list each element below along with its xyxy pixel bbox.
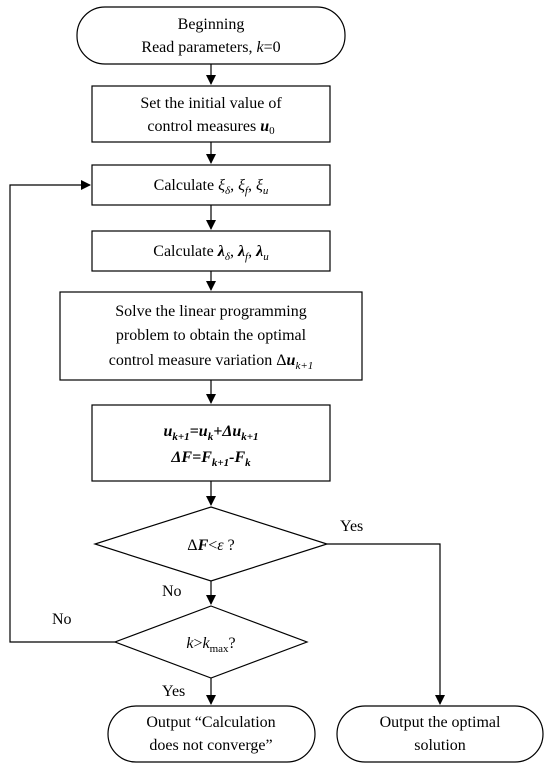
label-no-conv: No bbox=[162, 583, 182, 600]
check-k-text: k>kmax? bbox=[186, 635, 235, 655]
calc-lambda-text: Calculate λδ, λf, λu bbox=[153, 243, 269, 263]
check-conv-text: ΔF<ε ? bbox=[187, 537, 234, 554]
calc-xi-text: Calculate ξδ, ξf, ξu bbox=[154, 177, 269, 197]
init-line2: control measures u0 bbox=[147, 118, 275, 137]
start-line1: Beginning bbox=[178, 16, 245, 33]
solve-line3: control measure variation Δuk+1 bbox=[109, 352, 314, 372]
check-k-diamond bbox=[113, 605, 309, 679]
solve-box bbox=[59, 291, 363, 381]
calc-lambda-box bbox=[91, 230, 331, 272]
label-yes-conv: Yes bbox=[340, 518, 363, 535]
label-no-k: No bbox=[52, 611, 72, 628]
out-fail-line1: Output “Calculation bbox=[146, 714, 275, 731]
update-box bbox=[91, 404, 331, 482]
out-ok-line2: solution bbox=[414, 737, 466, 754]
solve-line2: problem to obtain the optimal bbox=[116, 327, 307, 344]
update-line1: uk+1=uk+Δuk+1 bbox=[163, 423, 258, 443]
out-fail-terminator bbox=[107, 705, 316, 763]
update-line2: ΔF=Fk+1-Fk bbox=[170, 449, 251, 469]
out-ok-terminator bbox=[336, 705, 544, 763]
start-line2: Read parameters, k=0 bbox=[141, 39, 280, 56]
init-box bbox=[91, 85, 331, 143]
solve-line1: Solve the linear programming bbox=[115, 303, 307, 320]
init-line1: Set the initial value of bbox=[140, 95, 282, 112]
label-yes-k: Yes bbox=[162, 683, 185, 700]
arrow-conv-yes bbox=[327, 543, 445, 705]
out-fail-line2: does not converge” bbox=[149, 737, 272, 754]
arrow-k-no-loop bbox=[9, 180, 115, 643]
out-ok-line1: Output the optimal bbox=[380, 714, 501, 731]
